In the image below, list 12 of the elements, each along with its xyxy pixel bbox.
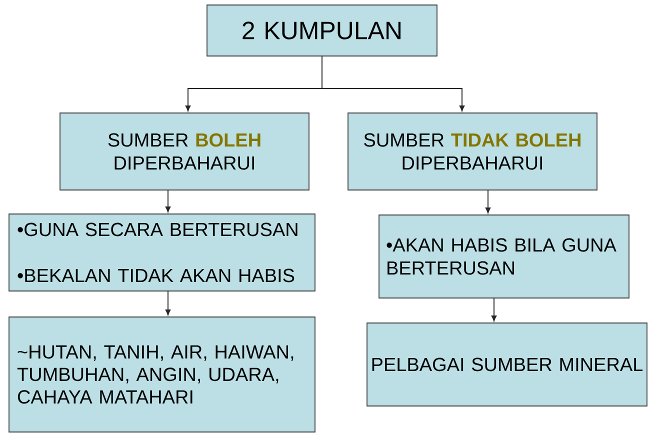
text-box: SUMBER BOLEH DIPERBAHARUI xyxy=(60,112,310,190)
text-box: •GUNA SECARA BERTERUSAN •BEKALAN TIDAK AKAN HABIS xyxy=(8,214,316,292)
text-box: PELBAGAI SUMBER MINERAL xyxy=(366,322,648,406)
connector-arrow xyxy=(322,56,465,112)
text-box: •AKAN HABIS BILA GUNA BERTERUSAN xyxy=(378,214,630,298)
connector-arrow xyxy=(165,190,171,212)
connector-arrow xyxy=(491,298,497,322)
text-box: ~HUTAN, TANIH, AIR, HAIWAN, TUMBUHAN, ANGIN, UDARA, CAHAYA MATAHARI xyxy=(8,316,316,432)
connector-arrow xyxy=(485,190,491,214)
connector-arrow xyxy=(165,290,171,316)
heading-box: 2 KUMPULAN xyxy=(206,4,438,56)
text-box: SUMBER TIDAK BOLEH DIPERBAHARUI xyxy=(348,112,598,190)
